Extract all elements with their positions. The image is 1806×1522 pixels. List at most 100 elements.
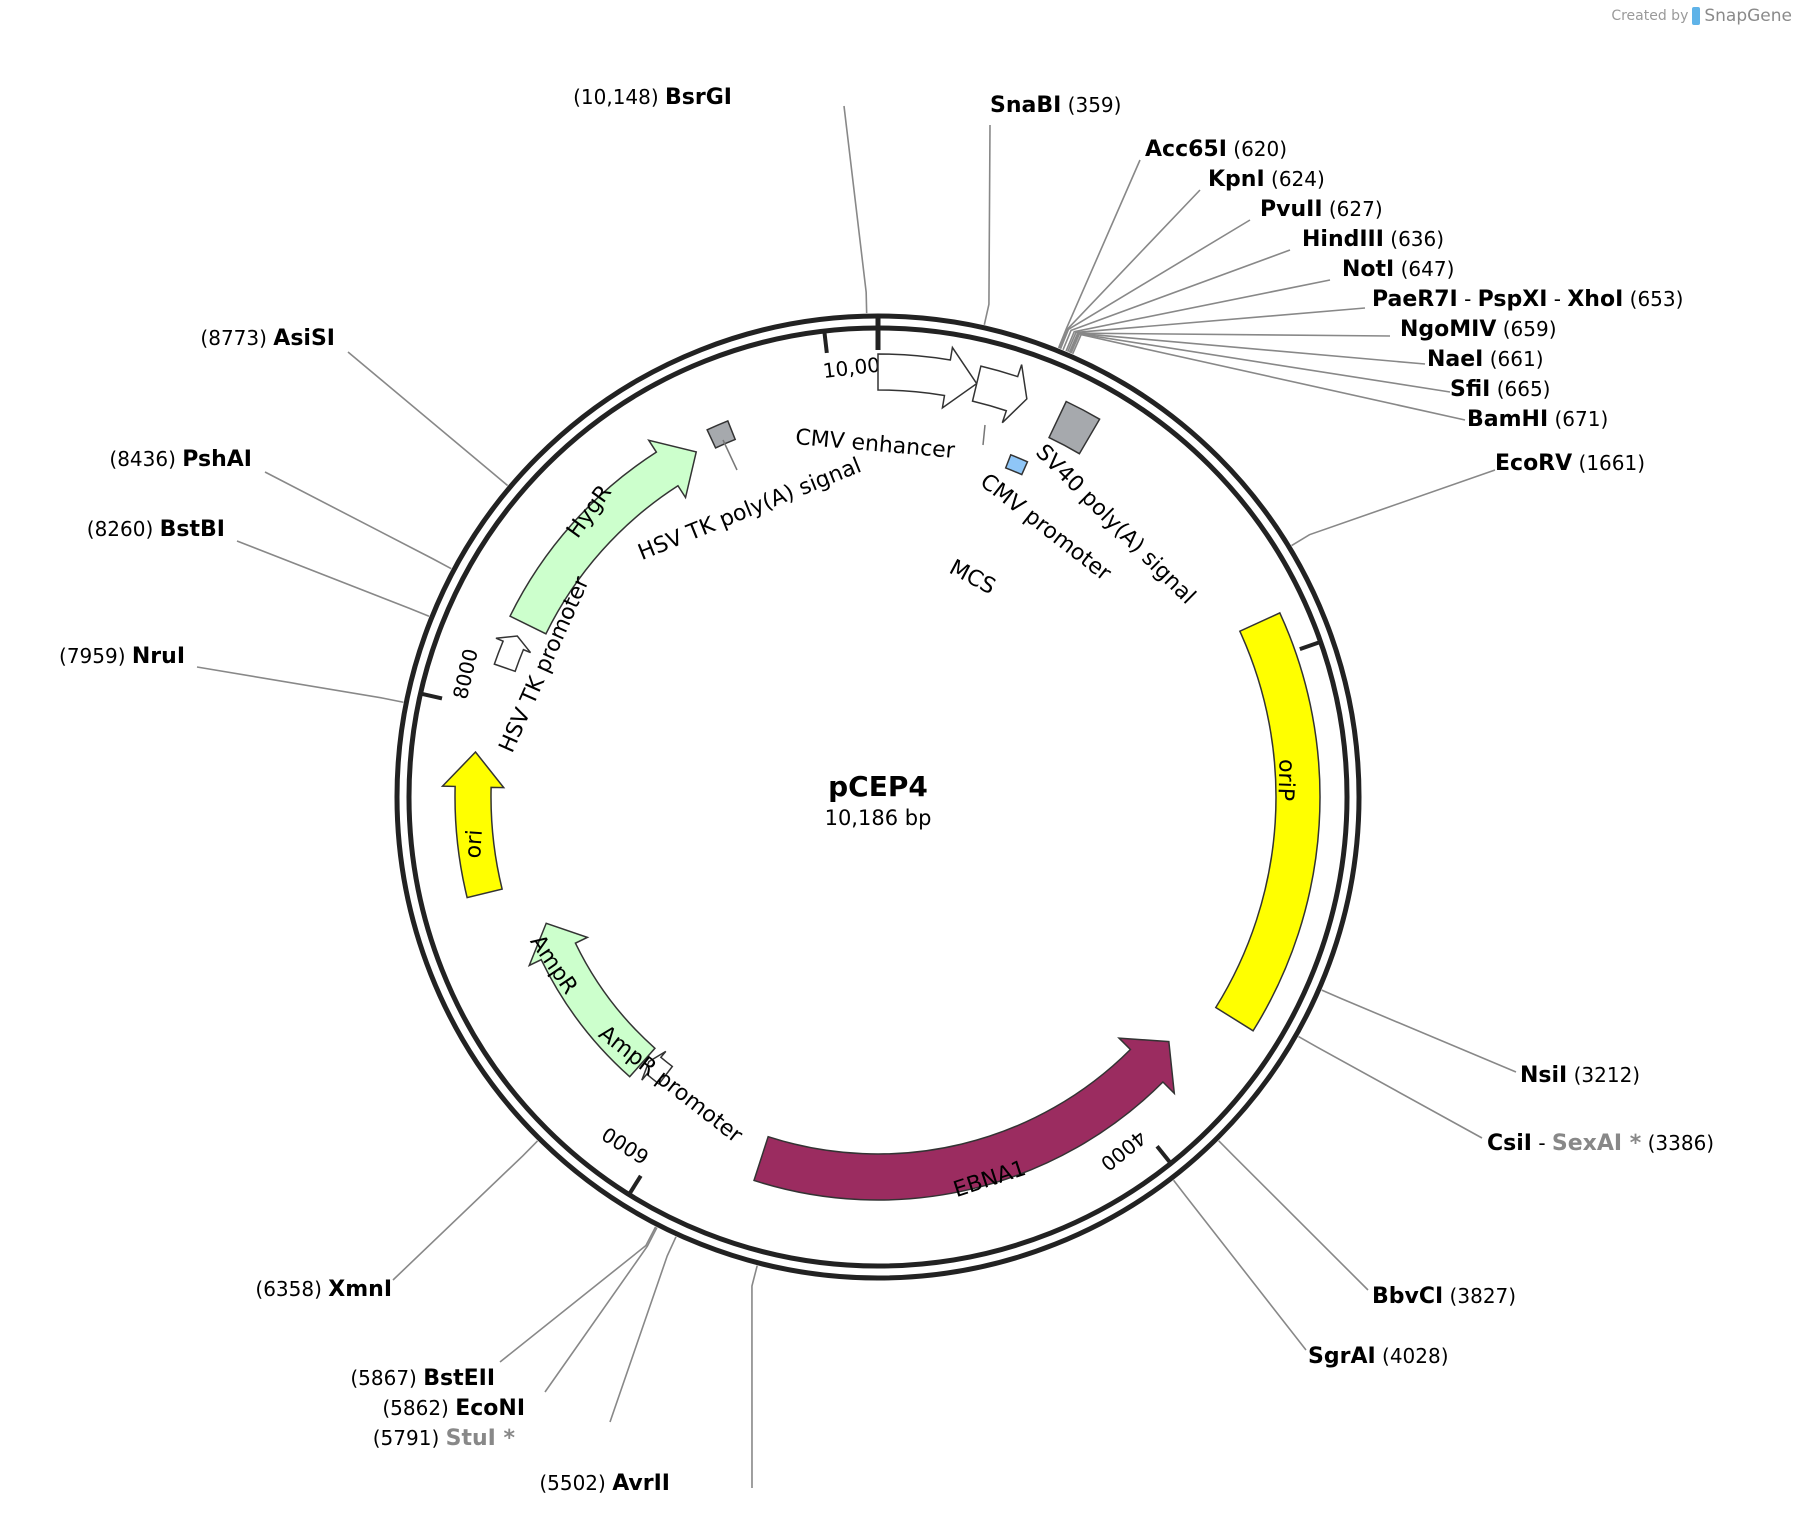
site-leader-23: [236, 540, 430, 617]
site-leader-21: [392, 1140, 539, 1281]
site-leader-25: [347, 351, 509, 487]
site-position: (627): [1323, 197, 1383, 221]
site-position: (636): [1384, 227, 1444, 251]
site-label-8: NgoMIV (659): [1400, 317, 1557, 342]
tick-4: [420, 691, 443, 701]
feature-label-ori: ori: [461, 829, 488, 859]
site-label-9: NaeI (661): [1427, 347, 1544, 372]
site-enzyme-name: SexAI *: [1552, 1131, 1642, 1156]
site-enzyme-name: Acc65I: [1145, 137, 1227, 162]
site-label-19: (5862) EcoNI: [382, 1396, 525, 1421]
site-position: (659): [1496, 317, 1556, 341]
site-enzyme-name: BstBI: [160, 517, 225, 542]
site-label-24: (8436) PshAI: [109, 447, 252, 472]
plasmid-size: 10,186 bp: [825, 806, 932, 830]
site-label-25: (8773) AsiSI: [200, 326, 335, 351]
snapgene-logo-icon: [1692, 7, 1701, 25]
site-leader-9: [1069, 332, 1426, 365]
site-enzyme-name: StuI *: [446, 1426, 516, 1451]
site-leader-12: [1291, 469, 1496, 547]
site-label-17: (5502) AvrII: [539, 1471, 670, 1496]
site-position: (671): [1548, 407, 1608, 431]
site-label-10: SfiI (665): [1450, 377, 1550, 402]
site-enzyme-name: AsiSI: [273, 326, 335, 351]
site-leader-16: [1172, 1179, 1307, 1351]
site-label-14: CsiI - SexAI * (3386): [1487, 1131, 1714, 1156]
site-position: (5867): [350, 1366, 423, 1390]
site-label-13: NsiI (3212): [1520, 1063, 1640, 1088]
site-position: (3827): [1443, 1284, 1516, 1308]
site-label-4: PvuII (627): [1260, 197, 1383, 222]
feature-hsv-tk-poly-a-signal: [706, 419, 737, 449]
site-enzyme-name: KpnI: [1208, 167, 1265, 192]
site-label-22: (7959) NruI: [59, 644, 185, 669]
site-position: (661): [1483, 347, 1543, 371]
site-position: (624): [1265, 167, 1325, 191]
site-label-1: SnaBI (359): [990, 93, 1121, 118]
site-position: (8436): [109, 447, 182, 471]
site-leader-24: [264, 471, 452, 570]
site-leader-10: [1070, 333, 1451, 393]
site-leader-22: [196, 666, 404, 704]
feature-ampr-promoter: [641, 1050, 674, 1086]
feature-label-mcs: MCS: [945, 555, 999, 600]
site-enzyme-name: PaeR7I: [1372, 287, 1458, 312]
site-position: (1661): [1572, 451, 1645, 475]
tick-2: [1155, 1144, 1173, 1165]
feature-cmv-promoter: [971, 364, 1028, 424]
site-enzyme-name: PvuII: [1260, 197, 1323, 222]
site-enzyme-name: CsiI: [1487, 1131, 1532, 1156]
site-enzyme-name: PspXI: [1478, 287, 1548, 312]
site-leader-19: [544, 1227, 658, 1393]
site-enzyme-name: EcoNI: [455, 1396, 525, 1421]
site-position: (620): [1227, 137, 1287, 161]
tick-label: 6000: [597, 1122, 653, 1169]
tick-label: 4000: [1096, 1125, 1151, 1176]
site-leader-20: [499, 1226, 657, 1363]
feature-orip: [1214, 611, 1321, 1032]
feature-label-orip: oriP: [1272, 759, 1298, 802]
site-enzyme-name: EcoRV: [1495, 451, 1572, 476]
site-label-7: PaeR7I - PspXI - XhoI (653): [1372, 287, 1683, 312]
credit-brand: SnapGene: [1704, 6, 1792, 26]
feature-ampr: [527, 922, 656, 1078]
site-enzyme-name: BamHI: [1467, 407, 1548, 432]
feature-hygr: [509, 439, 698, 635]
feature-cmv-enhancer: [877, 345, 978, 410]
site-label-6: NotI (647): [1342, 257, 1454, 282]
site-label-3: KpnI (624): [1208, 167, 1325, 192]
site-position: (653): [1623, 287, 1683, 311]
feature-label-cmv-enhancer: CMV enhancer: [794, 425, 956, 464]
site-label-23: (8260) BstBI: [87, 517, 225, 542]
feature-hsv-tk-promoter: [493, 635, 532, 673]
site-enzyme-name: NotI: [1342, 257, 1394, 282]
site-position: (6358): [255, 1277, 328, 1301]
site-label-15: BbvCI (3827): [1372, 1284, 1516, 1309]
site-leader-6: [1065, 279, 1331, 352]
site-enzyme-name: AvrII: [612, 1471, 670, 1496]
site-label-5: HindIII (636): [1302, 227, 1444, 252]
feature-sv40-poly-a-signal: [1048, 400, 1101, 455]
site-leader-18: [609, 1236, 677, 1423]
site-enzyme-name: NaeI: [1427, 347, 1483, 372]
site-label-18: (5791) StuI *: [373, 1426, 516, 1451]
plasmid-name: pCEP4: [828, 770, 928, 803]
site-enzyme-name: SgrAI: [1308, 1344, 1376, 1369]
site-enzyme-name: HindIII: [1302, 227, 1384, 252]
site-position: (8773): [200, 326, 273, 350]
site-label-20: (5867) BstEII: [350, 1366, 495, 1391]
tick-3: [627, 1174, 643, 1196]
site-position: (647): [1394, 257, 1454, 281]
site-separator: -: [1458, 287, 1478, 311]
site-leader-17: [751, 1265, 758, 1489]
site-leader-4: [1059, 219, 1251, 350]
snapgene-credit: Created by SnapGene: [1611, 6, 1792, 26]
site-enzyme-name: BbvCI: [1372, 1284, 1443, 1309]
site-position: (665): [1490, 377, 1550, 401]
leader-hsv-tk-polya: [722, 439, 738, 471]
feature-ebna1: [753, 1037, 1176, 1201]
site-separator: -: [1532, 1131, 1552, 1155]
site-position: (359): [1061, 93, 1121, 117]
